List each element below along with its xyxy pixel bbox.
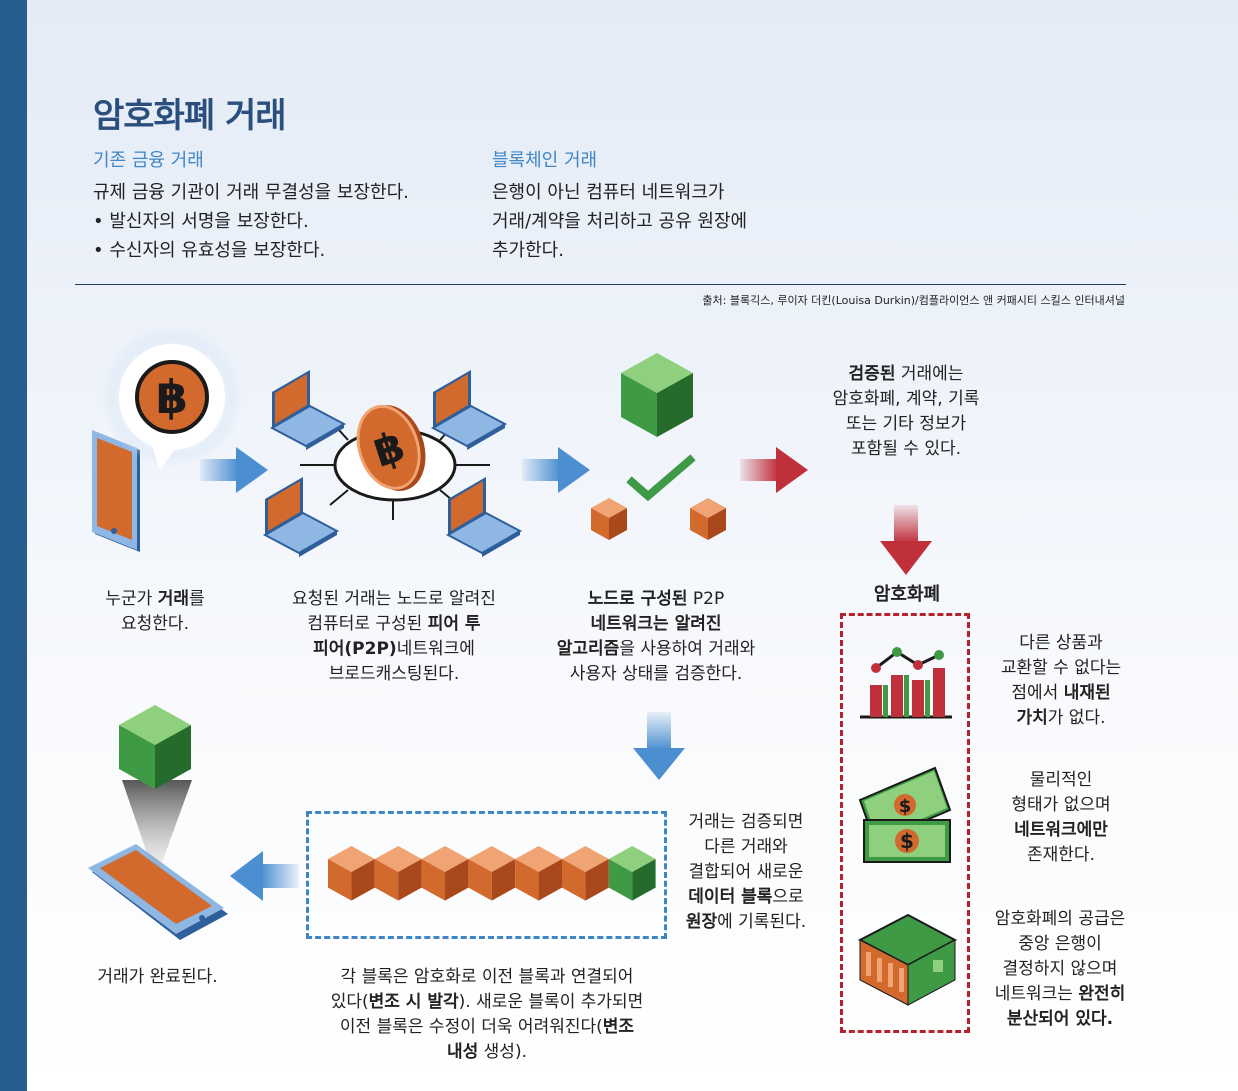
caption-verified: 검증된 거래에는 암호화폐, 계약, 기록 또는 기타 정보가 포함될 수 있다… [816,362,996,462]
caption-no-intrinsic-value: 다른 상품과 교환할 수 없다는 점에서 내재된 가치가 없다. [985,631,1137,731]
caption-complete: 거래가 완료된다. [80,965,235,990]
orange-block-icon [690,498,726,540]
caption-no-physical-form: 물리적인 형태가 없으며 네트워크에만 존재한다. [990,768,1132,868]
caption-decentralized-supply: 암호화폐의 공급은 중앙 은행이 결정하지 않으며 네트워크는 완전히 분산되어… [982,907,1138,1032]
laptop-icon [272,370,344,450]
cryptocurrency-properties-box [840,613,970,1033]
laptop-icon [448,477,520,557]
caption-validate: 노드로 구성된 P2P 네트워크는 알려진 알고리즘을 사용하여 거래와 사용자… [540,587,772,687]
caption-broadcast: 요청된 거래는 노드로 알려진 컴퓨터로 구성된 피어 투 피어(P2P)네트워… [268,587,520,687]
caption-chain: 각 블록은 암호화로 이전 블록과 연결되어 있다(변조 시 발각). 새로운 … [300,965,674,1065]
laptop-icon [433,370,505,450]
arrow-down-red [880,505,932,575]
block-chain-box [306,811,667,939]
completion-illustration [88,705,228,940]
checkmark-icon [632,460,690,496]
arrow-down [633,712,685,780]
green-block-icon [119,705,191,789]
caption-request: 누군가 거래를 요청한다. [80,587,230,637]
arrow-left [230,851,299,901]
cryptocurrency-heading: 암호화폐 [852,580,962,606]
caption-combine: 거래는 검증되면 다른 거래와 결합되어 새로운 데이터 블록으로 원장에 기록… [680,810,812,935]
laptop-icon [265,477,337,557]
bitcoin-icon: ฿ [137,362,207,432]
orange-block-icon [591,498,627,540]
arrow-right [522,447,590,493]
svg-text:฿: ฿ [156,370,188,424]
p2p-network: ฿ [265,370,520,557]
arrow-right-red [740,447,808,493]
green-block-icon [621,353,693,437]
